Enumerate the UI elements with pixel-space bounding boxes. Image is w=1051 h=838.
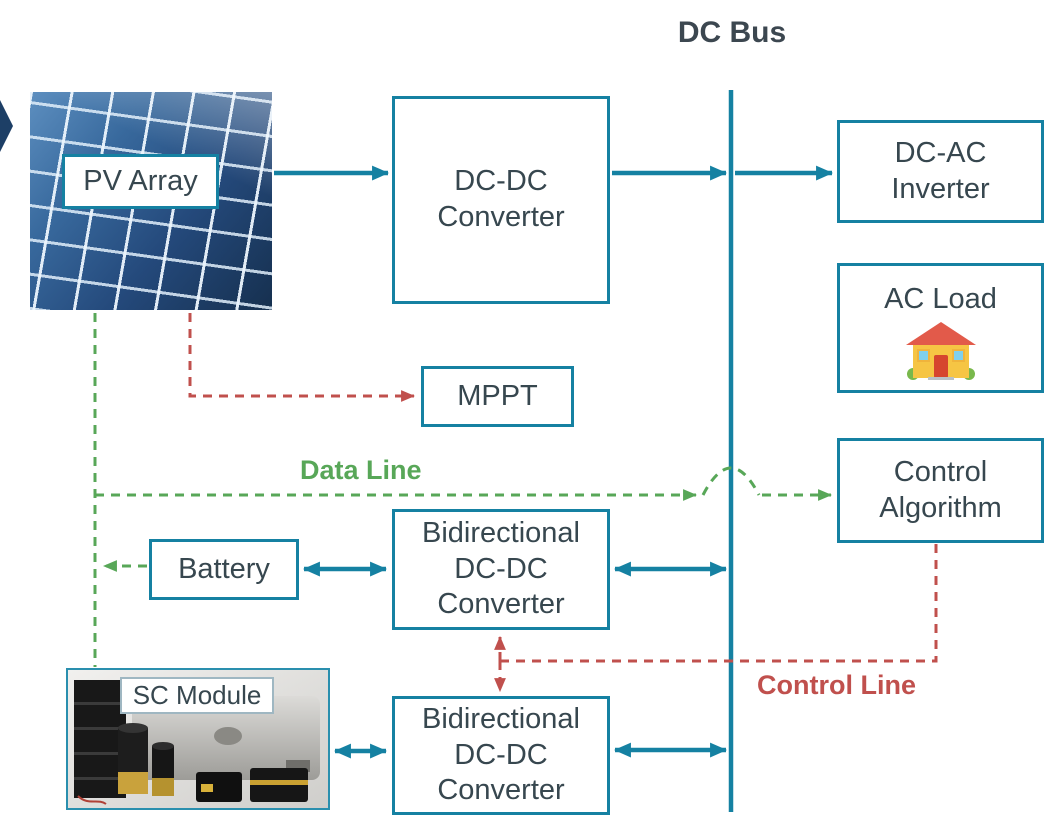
bidirectional-converter-top-label: Bidirectional DC-DC Converter xyxy=(422,516,580,621)
dcdc-converter-box: DC-DC Converter xyxy=(392,96,610,304)
bidirectional-converter-bottom-box: Bidirectional DC-DC Converter xyxy=(392,696,610,815)
ac-load-box: AC Load xyxy=(837,263,1044,393)
photo-fragment xyxy=(0,100,13,152)
sc-module-label-box: SC Module xyxy=(120,677,274,714)
bidirectional-converter-bottom-label: Bidirectional DC-DC Converter xyxy=(422,702,580,807)
sc-module-label: SC Module xyxy=(132,680,262,710)
data-line-label: Data Line xyxy=(300,455,422,485)
sc-module-image: SC Module xyxy=(66,668,330,810)
pv-array-box: PV Array xyxy=(62,154,219,209)
pv-array-label: PV Array xyxy=(83,165,198,197)
bidirectional-converter-top-box: Bidirectional DC-DC Converter xyxy=(392,509,610,630)
ac-load-label: AC Load xyxy=(884,283,997,316)
dcac-inverter-box: DC-AC Inverter xyxy=(837,120,1044,223)
pv-array-image: PV Array xyxy=(30,92,272,310)
dcac-inverter-label: DC-AC Inverter xyxy=(891,136,990,205)
control-algorithm-box: Control Algorithm xyxy=(837,438,1044,543)
mppt-box: MPPT xyxy=(421,366,574,427)
dcdc-converter-label: DC-DC Converter xyxy=(437,165,565,233)
control-algorithm-label: Control Algorithm xyxy=(879,455,1002,524)
data-line-bus-hop xyxy=(701,466,761,496)
dc-bus-label: DC Bus xyxy=(677,16,787,49)
mppt-label: MPPT xyxy=(457,379,538,412)
control-line-label: Control Line xyxy=(757,670,916,700)
battery-box: Battery xyxy=(149,539,299,600)
pv-to-mppt-line xyxy=(188,313,416,402)
house-icon xyxy=(905,321,976,380)
battery-label: Battery xyxy=(178,552,270,585)
